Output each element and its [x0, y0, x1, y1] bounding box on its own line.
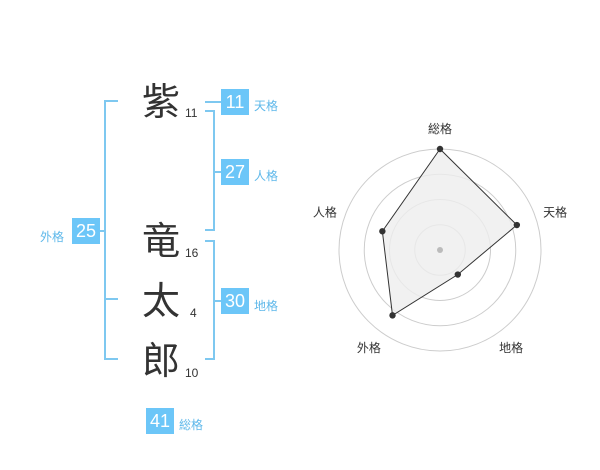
jinkaku-label: 人格 [254, 169, 279, 183]
radar-series-area [381, 148, 518, 317]
radar-center-dot [437, 247, 443, 253]
jinkaku-bracket-top [205, 110, 215, 112]
soukaku-value-badge: 41 [146, 408, 174, 434]
soukaku-label: 総格 [179, 418, 204, 432]
name-char-4: 郎 [141, 339, 180, 383]
radar-point-2 [513, 221, 521, 229]
radar-point-5 [379, 228, 386, 235]
radar-point-4 [389, 312, 396, 319]
name-char-1: 紫 [141, 80, 180, 124]
stroke-count-1: 11 [185, 106, 198, 120]
radar-axis-label-2: 天格 [543, 205, 567, 220]
radar-point-1 [436, 145, 444, 153]
chikaku-bracket-top [205, 240, 215, 242]
stroke-count-3: 4 [190, 306, 197, 320]
stroke-count-4: 10 [185, 366, 199, 380]
jinkaku-bracket-bottom [205, 229, 215, 231]
tenkaku-value-badge: 11 [221, 89, 249, 115]
tenkaku-connector [205, 101, 221, 103]
gaikaku-label: 外格 [40, 230, 65, 244]
gaikaku-bracket-bottom [104, 358, 118, 360]
radar-axis-label-5: 人格 [313, 205, 337, 220]
gaikaku-value-badge: 25 [72, 218, 100, 244]
jinkaku-value-badge: 27 [221, 159, 249, 185]
jinkaku-connector [213, 171, 221, 173]
chikaku-connector [213, 300, 221, 302]
tenkaku-label: 天格 [254, 99, 279, 113]
radar-axis-label-1: 総格 [428, 121, 452, 136]
jinkaku-bracket-vertical [213, 110, 215, 231]
chikaku-label: 地格 [254, 299, 279, 313]
chikaku-bracket-bottom [205, 358, 215, 360]
name-char-2: 竜 [141, 219, 180, 263]
chikaku-value-badge: 30 [221, 288, 249, 314]
stroke-count-2: 16 [185, 246, 199, 260]
radar-point-3 [454, 271, 462, 278]
gaikaku-connector [98, 230, 106, 232]
gaikaku-bracket-top [104, 100, 118, 102]
gaikaku-bracket-mid [104, 298, 118, 300]
radar-axis-label-4: 外格 [357, 340, 381, 355]
radar-axis-label-3: 地格 [499, 340, 523, 355]
name-char-3: 太 [141, 279, 180, 323]
